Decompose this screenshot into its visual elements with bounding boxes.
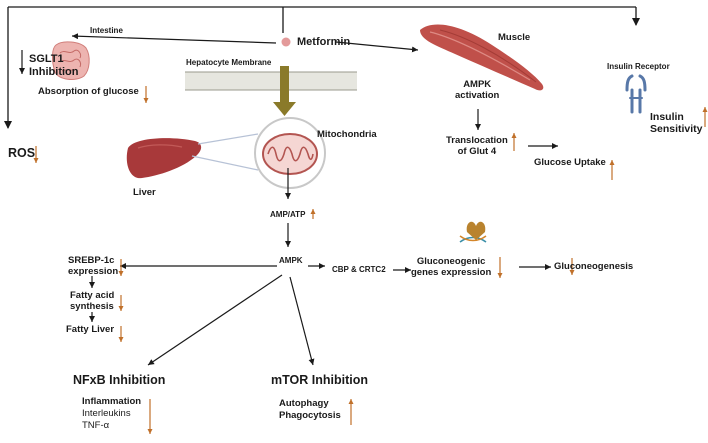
mitochondria-icon <box>254 117 326 189</box>
insulin-receptor-label: Insulin Receptor <box>607 62 670 71</box>
ampk-activation-label: AMPK activation <box>455 79 500 101</box>
amp-atp-label: AMP/ATP <box>270 210 306 219</box>
mtor-inhibition-label: mTOR Inhibition <box>271 373 368 387</box>
membrane-transport-arrow <box>273 66 296 116</box>
chain-arrows <box>89 109 558 366</box>
hepatocyte-membrane-label: Hepatocyte Membrane <box>186 58 272 67</box>
gene-expression-icon <box>459 221 487 243</box>
intestine-label: Intestine <box>90 26 123 35</box>
metformin-molecule-icon <box>281 37 291 47</box>
phagocytosis-label: Phagocytosis <box>279 410 341 421</box>
liver-icon <box>126 138 202 179</box>
absorption-label: Absorption of glucose <box>38 86 139 97</box>
top-frame-lines <box>4 6 640 129</box>
gluconeogenesis-label: Gluconeogenesis <box>554 261 634 272</box>
nfkb-inhibition-label: NFxB Inhibition <box>73 373 166 387</box>
glucose-uptake-label: Glucose Uptake <box>534 157 606 168</box>
insulin-sensitivity-label: Insulin Sensitivity <box>650 111 703 136</box>
fatty-acid-label: Fatty acid synthesis <box>70 290 115 312</box>
liver-label: Liver <box>133 187 156 198</box>
intestine-icon <box>52 41 90 80</box>
zoom-lines <box>191 133 259 171</box>
srebp-label: SREBP-1c expression <box>68 255 119 277</box>
sglt1-label: SGLT1 Inhibition <box>29 53 79 78</box>
hepatocyte-membrane <box>185 71 357 91</box>
cbp-crtc2-label: CBP & CRTC2 <box>332 265 386 274</box>
inflammation-label: Inflammation <box>82 396 142 407</box>
ros-label: ROS <box>8 146 36 160</box>
mitochondria-label: Mitochondria <box>317 129 377 140</box>
interleukins-label: Interleukins <box>82 408 131 419</box>
metformin-label: Metformin <box>297 36 351 48</box>
ampk-label: AMPK <box>279 256 303 265</box>
fatty-liver-label: Fatty Liver <box>66 324 115 335</box>
translocation-label: Translocation of Glut 4 <box>446 135 508 157</box>
level-indicators <box>33 86 708 434</box>
autophagy-label: Autophagy <box>279 398 329 409</box>
insulin-receptor-icon <box>625 74 647 114</box>
muscle-icon <box>420 24 544 91</box>
metformin-arrows <box>71 33 419 53</box>
gluconeogenic-genes-label: Gluconeogenic genes expression <box>411 256 492 278</box>
muscle-label: Muscle <box>498 32 531 43</box>
tnf-alpha-label: TNF-α <box>82 420 110 431</box>
